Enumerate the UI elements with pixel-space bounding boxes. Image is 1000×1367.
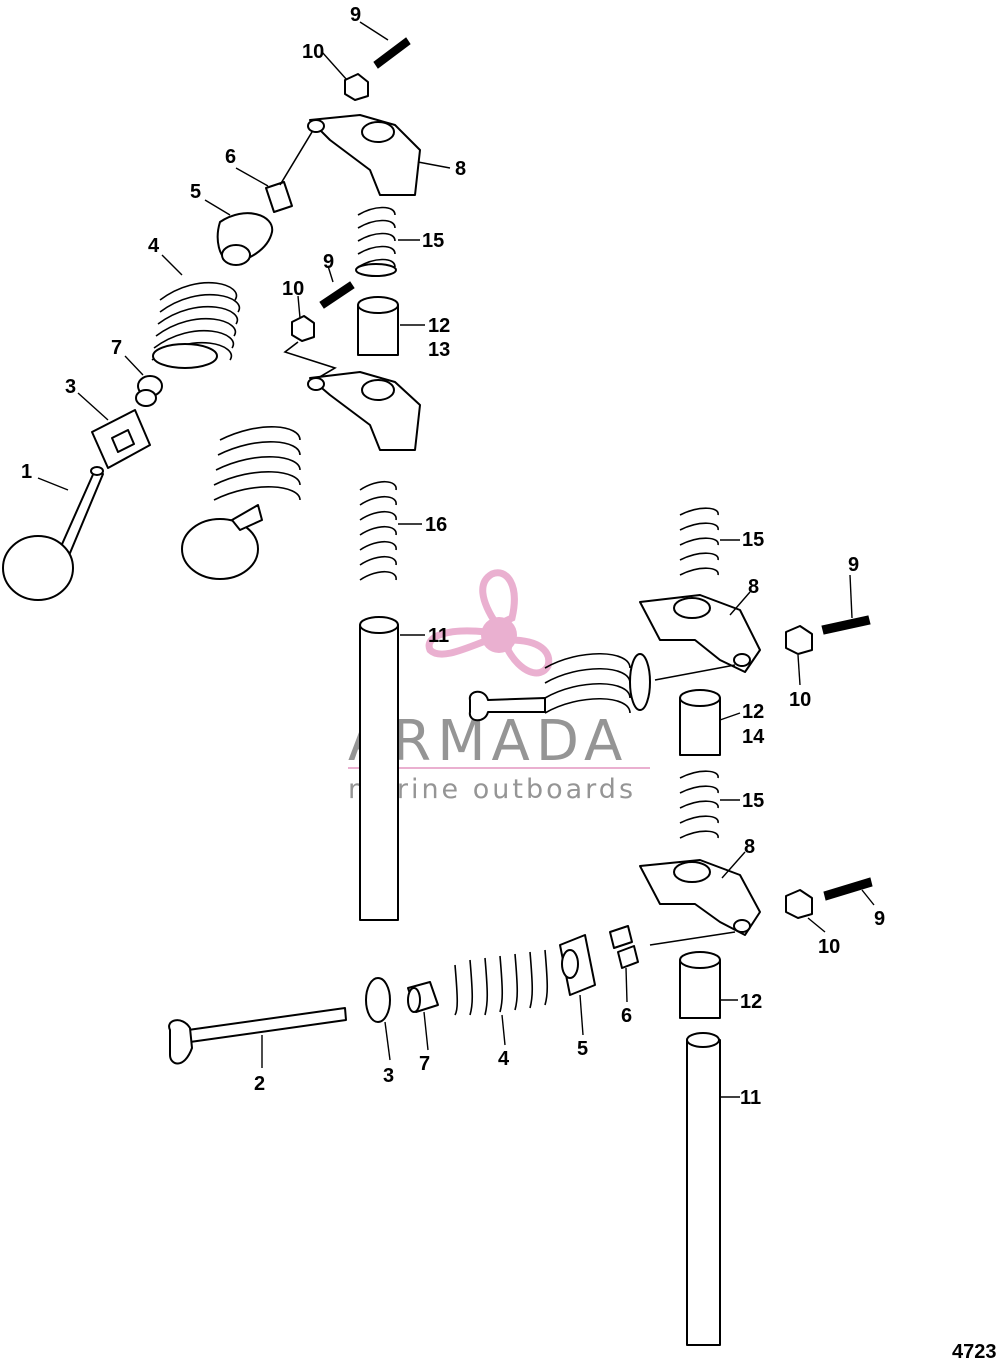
- rocker-spring-right-upper: [679, 507, 719, 576]
- adjusting-screw-right-lower: [823, 877, 873, 901]
- callout-8: 8: [455, 158, 466, 180]
- rocker-arm-upper: [279, 114, 421, 196]
- rocker-spring-right-lower: [679, 770, 719, 839]
- exhaust-valve-washer: [365, 977, 391, 1023]
- callout-leaders: [37, 21, 875, 1098]
- callout-14: 14: [742, 726, 765, 748]
- valve-keepers: [265, 181, 293, 213]
- callout-12: 12: [428, 315, 450, 337]
- figure-number: 4723: [952, 1341, 997, 1363]
- adjusting-nut-right-upper: [785, 625, 813, 655]
- callout-7: 7: [111, 337, 122, 359]
- callout-9: 9: [350, 4, 361, 26]
- adjusting-nut-top: [344, 73, 369, 101]
- callout-11: 11: [428, 625, 449, 647]
- spring-retainer: [216, 212, 274, 266]
- adjusting-nut-right-lower: [785, 889, 813, 919]
- callout-11b: 11: [740, 1087, 761, 1109]
- callout-6b: 6: [621, 1005, 632, 1027]
- exhaust-valve: [168, 1007, 347, 1065]
- callout-12c: 12: [740, 991, 762, 1013]
- callout-10b: 10: [282, 278, 304, 300]
- callout-6: 6: [225, 146, 236, 168]
- adjusting-nut-middle: [283, 315, 337, 379]
- rocker-bushing-upper: [357, 296, 399, 356]
- rocker-shaft-center: [359, 616, 399, 921]
- callout-2: 2: [254, 1073, 265, 1095]
- callout-9b: 9: [323, 251, 334, 273]
- callout-10d: 10: [818, 936, 840, 958]
- callout-1: 1: [21, 461, 32, 483]
- adjusting-screw-middle: [319, 281, 355, 309]
- rocker-arm-middle: [307, 371, 421, 451]
- valve-spring: [151, 281, 241, 369]
- exhaust-valve-keepers: [609, 925, 639, 969]
- rocker-spring-upper: [355, 206, 397, 277]
- callout-4b: 4: [498, 1048, 510, 1070]
- callout-3b: 3: [383, 1065, 394, 1087]
- valve-stem-seal: [135, 375, 163, 407]
- callout-8b: 8: [748, 576, 759, 598]
- rocker-bushing-right: [679, 689, 721, 756]
- callout-15: 15: [422, 230, 444, 252]
- callout-5: 5: [190, 181, 201, 203]
- adjusting-screw-top: [373, 37, 411, 69]
- callout-3: 3: [65, 376, 76, 398]
- callout-13: 13: [428, 339, 450, 361]
- propeller-logo-icon: [425, 569, 553, 677]
- callout-4: 4: [148, 235, 160, 257]
- callout-5b: 5: [577, 1038, 588, 1060]
- exhaust-valve-spring: [454, 949, 549, 1016]
- adjusting-screw-right-upper: [821, 615, 871, 635]
- callout-12b: 12: [742, 701, 764, 723]
- assembled-valve: [181, 426, 301, 580]
- callout-16: 16: [425, 514, 447, 536]
- intake-valve: [2, 466, 104, 601]
- assembled-valve-right: [468, 653, 651, 722]
- valve-washer: [91, 409, 151, 469]
- exhaust-valve-stem-seal: [407, 981, 439, 1013]
- rocker-arm-right-upper: [639, 594, 761, 681]
- rocker-arm-right-lower: [639, 859, 761, 946]
- callout-10: 10: [302, 41, 324, 63]
- callout-9c: 9: [848, 554, 859, 576]
- exhaust-spring-retainer: [559, 934, 596, 996]
- rocker-shaft-right: [686, 1032, 721, 1346]
- long-spring: [359, 480, 397, 581]
- rocker-bushing-lower: [679, 951, 721, 1019]
- callout-10c: 10: [789, 689, 811, 711]
- callout-9d: 9: [874, 908, 885, 930]
- callout-15c: 15: [742, 790, 764, 812]
- callout-labels: 1 2 3 3 4 4 5 5 6 6 7 7 8 8 8 9 9 9 9 10…: [21, 4, 885, 1109]
- callout-8c: 8: [744, 836, 755, 858]
- callout-15b: 15: [742, 529, 764, 551]
- callout-7b: 7: [419, 1053, 430, 1075]
